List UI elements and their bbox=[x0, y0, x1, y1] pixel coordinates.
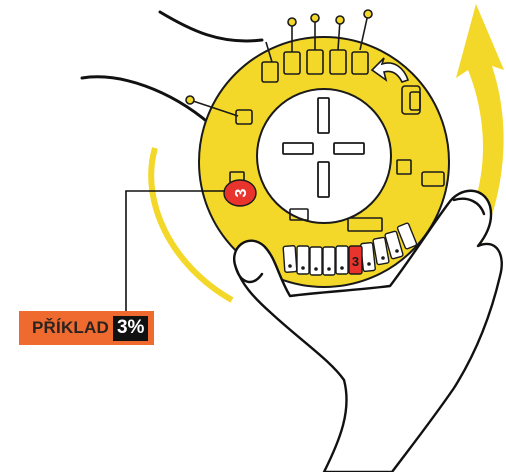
wires bbox=[80, 10, 264, 126]
example-value: 3% bbox=[112, 315, 149, 341]
scale-marked-number: 3 bbox=[352, 254, 359, 269]
hand-illustration bbox=[233, 189, 503, 472]
example-word: PŘÍKLAD bbox=[32, 318, 109, 337]
scale-ticks bbox=[288, 249, 399, 271]
small-arrow-icon bbox=[370, 57, 410, 83]
crosshair-icon bbox=[282, 97, 365, 198]
left-arc bbox=[148, 147, 234, 303]
dial-prongs bbox=[185, 9, 421, 125]
indicator-number: 3 bbox=[233, 188, 250, 197]
example-label: PŘÍKLAD 3% bbox=[19, 311, 155, 345]
dial-scale bbox=[282, 222, 418, 276]
scale-marked-cell bbox=[348, 245, 363, 275]
rotation-arrow-icon bbox=[450, 4, 504, 270]
indicator-marker: 3 bbox=[223, 179, 257, 207]
